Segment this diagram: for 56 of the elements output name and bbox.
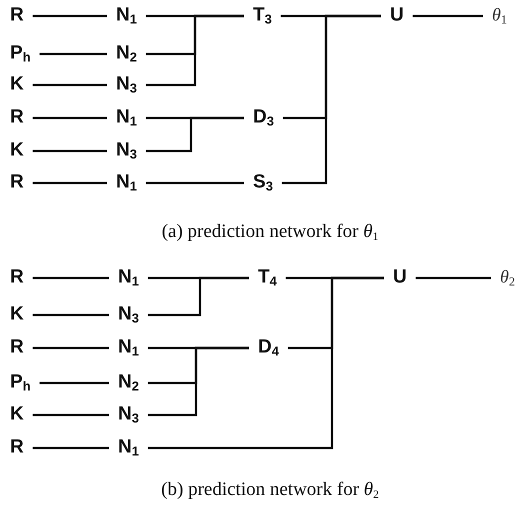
node-label: N$_{1}$ — [118, 437, 139, 459]
connector-line — [40, 382, 109, 384]
node-label: N$_{2}$ — [118, 372, 139, 394]
connector-line — [40, 52, 107, 56]
connector-line — [32, 414, 109, 416]
node-label: D$_{3}$ — [253, 107, 274, 129]
caption: (a) prediction network for θ$_{1}$ — [162, 220, 378, 244]
connector-line — [32, 346, 109, 350]
node-label: R — [10, 268, 24, 288]
node-label: T$_{3}$ — [253, 5, 272, 27]
node-label: R — [10, 438, 24, 458]
node-label: P$_{h}$ — [10, 43, 31, 65]
connector-line — [288, 276, 384, 350]
connector-line — [416, 276, 491, 280]
node-label: K — [10, 304, 24, 326]
connector-line — [146, 116, 244, 152]
node-label: R — [10, 172, 24, 194]
connector-line — [32, 84, 107, 86]
node-label: N$_{2}$ — [116, 43, 137, 65]
connector-line — [282, 14, 381, 184]
node-label: D$_{4}$ — [258, 337, 279, 359]
connector-line — [32, 276, 109, 280]
connector-line — [148, 276, 249, 316]
connector-line — [412, 14, 483, 18]
connector-line — [146, 14, 244, 86]
node-label: N$_{1}$ — [116, 172, 137, 194]
connector-line — [32, 150, 107, 152]
node-label: N$_{1}$ — [116, 107, 137, 129]
connector-line — [32, 182, 107, 184]
connector-line — [148, 346, 249, 416]
node-label: K — [10, 140, 24, 162]
node-label: N$_{3}$ — [118, 404, 139, 426]
node-label: P$_{h}$ — [10, 372, 31, 394]
node-label: N$_{3}$ — [118, 304, 139, 326]
connector-line — [32, 116, 107, 120]
connector-line — [32, 446, 109, 450]
output-symbol: θ$_{2}$ — [500, 267, 515, 289]
connector-line — [32, 314, 109, 316]
connector-line — [146, 182, 244, 184]
node-label: R — [10, 6, 24, 26]
node-label: U — [390, 6, 404, 26]
node-label: N$_{1}$ — [118, 337, 139, 359]
caption: (b) prediction network for θ$_{2}$ — [161, 478, 379, 502]
node-label: N$_{3}$ — [116, 140, 137, 162]
node-label: T$_{4}$ — [258, 267, 277, 289]
node-label: R — [10, 338, 24, 358]
output-symbol: θ$_{1}$ — [492, 5, 507, 27]
node-label: N$_{3}$ — [116, 74, 137, 96]
node-label: K — [10, 74, 24, 96]
node-label: N$_{1}$ — [116, 5, 137, 27]
node-label: U — [393, 268, 407, 288]
node-label: K — [10, 404, 24, 426]
connector-line — [32, 14, 107, 18]
node-label: R — [10, 108, 24, 128]
node-label: N$_{1}$ — [118, 267, 139, 289]
node-label: S$_{3}$ — [253, 172, 273, 194]
